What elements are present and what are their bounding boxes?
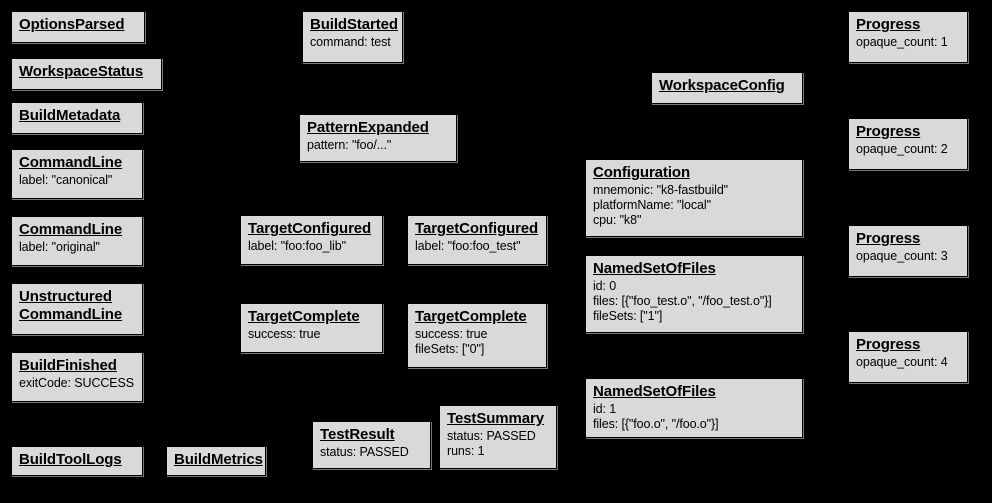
event-node-attrs: exitCode: SUCCESS [19, 376, 135, 391]
event-node-attr-line: fileSets: ["1"] [593, 309, 663, 323]
event-node-title: Progress [856, 16, 921, 33]
event-node-attr-line: opaque_count: 4 [856, 355, 948, 369]
event-node-attr-line: label: "foo:foo_test" [415, 239, 521, 253]
event-node-attr-line: exitCode: SUCCESS [19, 376, 135, 390]
event-node-title: Progress [856, 123, 921, 140]
event-node-title: CommandLine [19, 221, 123, 238]
event-node-attr-line: success: true [248, 327, 321, 341]
event-node-attr-line: id: 0 [593, 279, 617, 293]
event-node-title: BuildToolLogs [19, 451, 122, 468]
event-node-build-finished[interactable]: BuildFinished exitCode: SUCCESS [11, 352, 143, 402]
event-node-attrs: label: "original" [19, 240, 135, 255]
event-node-build-started[interactable]: BuildStarted command: test [302, 11, 403, 63]
event-node-attr-line: label: "foo:foo_lib" [248, 239, 346, 253]
event-node-title: BuildStarted [310, 16, 398, 33]
event-node-attr-line: platformName: "local" [593, 198, 711, 212]
event-node-attrs: label: "canonical" [19, 173, 135, 188]
event-node-attrs: mnemonic: "k8-fastbuild"platformName: "l… [593, 183, 795, 228]
event-node-attr-line: success: true [415, 327, 488, 341]
event-node-title: Progress [856, 336, 921, 353]
event-node-title: NamedSetOfFiles [593, 383, 716, 400]
event-node-title: TargetComplete [415, 308, 527, 325]
event-node-build-tool-logs[interactable]: BuildToolLogs [11, 446, 143, 476]
event-node-title: PatternExpanded [307, 119, 429, 136]
event-node-attr-line: cpu: "k8" [593, 213, 642, 227]
event-node-progress-1[interactable]: Progress opaque_count: 1 [848, 11, 968, 63]
event-node-title: WorkspaceConfig [659, 77, 785, 94]
event-node-attr-line: command: test [310, 35, 391, 49]
event-node-target-configured-foo-lib[interactable]: TargetConfigured label: "foo:foo_lib" [240, 215, 383, 265]
event-node-attr-line: opaque_count: 1 [856, 35, 948, 49]
event-node-attrs: command: test [310, 35, 395, 50]
event-node-attr-line: status: PASSED [320, 445, 409, 459]
event-node-pattern-expanded[interactable]: PatternExpanded pattern: "foo/..." [299, 114, 457, 162]
event-node-target-configured-foo-test[interactable]: TargetConfigured label: "foo:foo_test" [407, 215, 547, 265]
event-node-attrs: opaque_count: 3 [856, 249, 960, 264]
event-node-attr-line: opaque_count: 2 [856, 142, 948, 156]
event-node-title: WorkspaceStatus [19, 63, 144, 80]
event-node-attrs: success: true [248, 327, 375, 342]
event-node-title: TestResult [320, 426, 395, 443]
event-node-progress-2[interactable]: Progress opaque_count: 2 [848, 118, 968, 170]
event-node-title: BuildMetadata [19, 107, 121, 124]
event-node-attr-line: pattern: "foo/..." [307, 138, 392, 152]
event-node-title: Unstructured CommandLine [19, 288, 123, 323]
event-node-command-line-canonical[interactable]: CommandLine label: "canonical" [11, 149, 143, 199]
event-node-progress-3[interactable]: Progress opaque_count: 3 [848, 225, 968, 277]
event-node-title: NamedSetOfFiles [593, 260, 716, 277]
event-node-title: BuildMetrics [174, 451, 263, 468]
event-node-attr-line: label: "original" [19, 240, 100, 254]
event-node-attrs: opaque_count: 2 [856, 142, 960, 157]
event-node-attrs: label: "foo:foo_test" [415, 239, 539, 254]
event-node-attr-line: id: 1 [593, 402, 617, 416]
event-node-workspace-config[interactable]: WorkspaceConfig [651, 72, 803, 104]
event-node-target-complete-lib[interactable]: TargetComplete success: true [240, 303, 383, 353]
event-node-attrs: status: PASSED [320, 445, 423, 460]
event-node-attr-line: label: "canonical" [19, 173, 113, 187]
event-node-title: TestSummary [447, 410, 544, 427]
event-node-attrs: pattern: "foo/..." [307, 138, 449, 153]
event-node-test-result[interactable]: TestResult status: PASSED [312, 421, 431, 469]
event-node-title: CommandLine [19, 154, 123, 171]
event-node-attr-line: runs: 1 [447, 444, 485, 458]
event-node-attrs: label: "foo:foo_lib" [248, 239, 375, 254]
event-node-build-metrics[interactable]: BuildMetrics [166, 446, 266, 476]
event-node-attr-line: status: PASSED [447, 429, 536, 443]
event-node-attr-line: files: [{"foo_test.o", "/foo_test.o"}] [593, 294, 772, 308]
event-node-command-line-original[interactable]: CommandLine label: "original" [11, 216, 143, 266]
event-node-attr-line: opaque_count: 3 [856, 249, 948, 263]
event-node-options-parsed[interactable]: OptionsParsed [11, 11, 145, 43]
event-node-attr-line: files: [{"foo.o", "/foo.o"}] [593, 417, 719, 431]
event-node-title: TargetConfigured [248, 220, 372, 237]
event-node-title: TargetComplete [248, 308, 360, 325]
event-node-attrs: opaque_count: 1 [856, 35, 960, 50]
event-node-build-metadata[interactable]: BuildMetadata [11, 102, 143, 134]
event-node-unstructured-command-line[interactable]: Unstructured CommandLine [11, 283, 143, 335]
event-node-title: Configuration [593, 164, 691, 181]
event-node-workspace-status[interactable]: WorkspaceStatus [11, 58, 162, 90]
event-node-title: OptionsParsed [19, 16, 125, 33]
event-node-title: BuildFinished [19, 357, 117, 374]
event-node-attrs: opaque_count: 4 [856, 355, 960, 370]
event-node-configuration[interactable]: Configuration mnemonic: "k8-fastbuild"pla… [585, 159, 803, 237]
event-node-title: Progress [856, 230, 921, 247]
event-node-title: TargetConfigured [415, 220, 539, 237]
event-node-attr-line: fileSets: ["0"] [415, 342, 485, 356]
event-node-progress-4[interactable]: Progress opaque_count: 4 [848, 331, 968, 383]
event-node-attr-line: mnemonic: "k8-fastbuild" [593, 183, 729, 197]
